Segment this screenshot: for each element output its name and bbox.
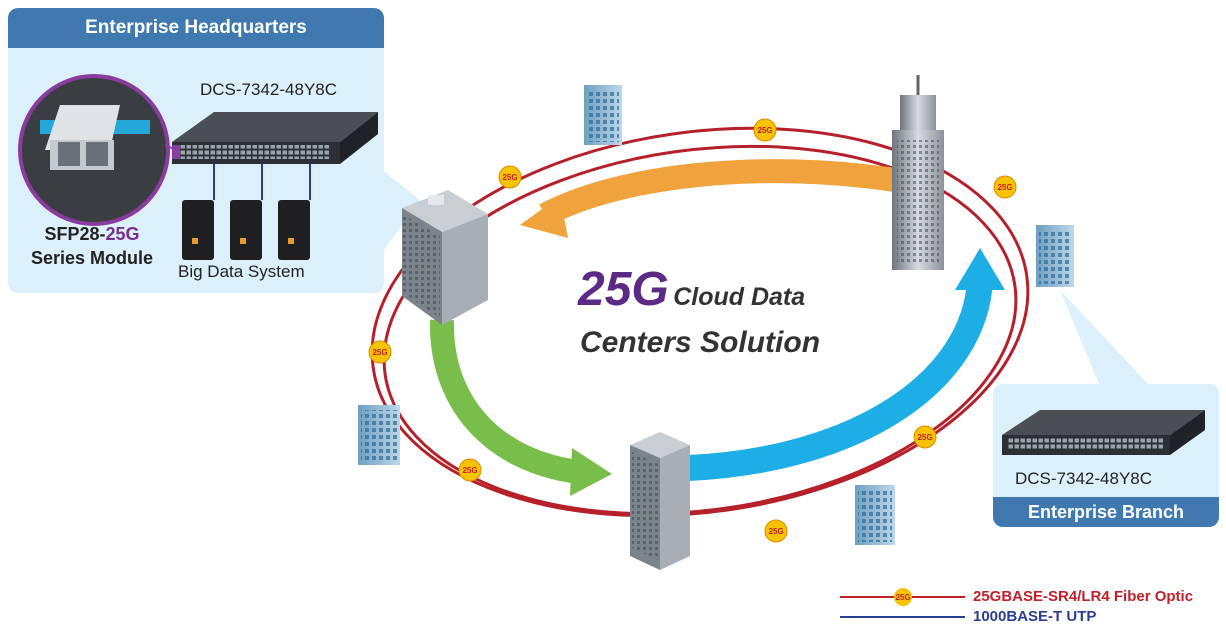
hq-data-center-building [402,190,488,325]
ring-badge-5 [458,458,482,482]
ring-badge-label-7: 25G [768,527,783,536]
arrow-orange-head [520,196,568,238]
branch-callout-wedge [1060,290,1150,386]
branch-header: Enterprise Branch [993,497,1219,527]
office-building-left [358,405,400,465]
office-building-bottom-right [855,485,895,545]
legend-fiber-label: 25GBASE-SR4/LR4 Fiber Optic [973,588,1194,605]
fiber-ring-outer [370,126,1030,518]
arrow-blue [687,278,993,481]
server-tower-2 [230,200,262,260]
office-building-right [1036,225,1074,287]
hq-callout-wedge [370,160,420,250]
arrow-blue-head [955,248,1005,290]
ring-badge-label-3: 25G [997,183,1012,192]
hq-switch-model: DCS-7342-48Y8C [200,80,338,99]
sfp-module-label: SFP28-25G Series Module [22,222,162,270]
sfp-prefix: SFP28- [44,224,106,244]
skyscraper [892,75,944,270]
arrow-orange [539,159,897,226]
arrow-green-head [570,448,612,496]
sfp-module-magnifier [18,74,170,226]
ring-badge-2 [498,165,522,189]
server-tower-3 [278,200,310,260]
ring-badge-4 [368,340,392,364]
ring-badge-label-1: 25G [757,126,772,135]
sfp-accent: 25G [105,224,140,244]
title-line-1: Cloud Data [673,283,806,311]
title-line-2: Centers Solution [580,326,821,359]
hq-switch [172,112,378,164]
legend-fiber-badge [894,588,912,606]
title-accent: 25G [578,263,669,316]
ring-badge-1 [753,118,777,142]
magnifier-pointer [164,144,177,151]
office-building-top [584,85,622,145]
ring-badge-6 [913,425,937,449]
fiber-ring-inner [382,144,1018,516]
ring-badge-label-5: 25G [462,466,477,475]
bottom-data-center-building [630,432,690,570]
legend-utp-label: 1000BASE-T UTP [973,608,1097,625]
diagram-title: 25G Cloud Data Centers Solution [578,262,908,359]
hq-header: Enterprise Headquarters [8,8,384,48]
branch-switch [1002,410,1205,455]
branch-switch-model: DCS-7342-48Y8C [1015,469,1153,488]
ring-badge-label-6: 25G [917,433,932,442]
sfp-suffix: Series Module [30,248,154,268]
ring-badge-3 [993,175,1017,199]
server-tower-1 [182,200,214,260]
legend-fiber-badge-label: 25G [895,593,910,602]
ring-badge-7 [764,519,788,543]
ring-badge-label-4: 25G [372,348,387,357]
big-data-system-label: Big Data System [178,262,305,281]
ring-badge-label-2: 25G [502,173,517,182]
arrow-green [429,319,580,484]
